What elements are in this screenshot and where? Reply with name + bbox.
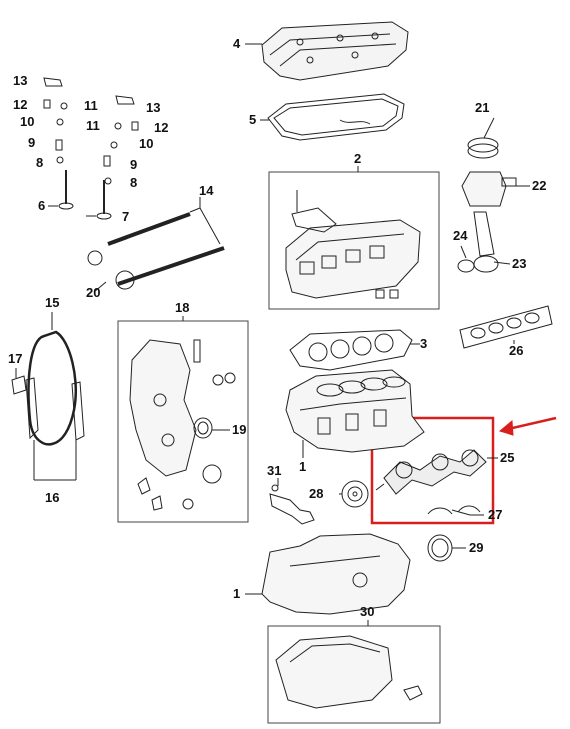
callout-26: 26 [509, 343, 524, 358]
callout-31: 31 [267, 463, 282, 478]
callout-12-right: 12 [154, 120, 169, 135]
head-gasket-drawing [289, 329, 413, 371]
callout-30: 30 [360, 604, 375, 619]
main-bearings-drawing [459, 305, 553, 349]
callout-11-right: 11 [86, 118, 100, 133]
highlight-arrow-head [498, 419, 514, 436]
valve-train-drawing [43, 77, 139, 220]
callout-10-right: 10 [139, 136, 154, 151]
callout-15: 15 [45, 295, 60, 310]
callout-3: 3 [420, 336, 428, 351]
callout-25: 25 [500, 450, 515, 465]
piston-drawing [461, 137, 517, 207]
callout-6: 6 [38, 198, 46, 213]
timing-chain-drawing [27, 330, 78, 446]
callout-24: 24 [453, 228, 468, 243]
callout-20: 20 [86, 285, 101, 300]
callout-16: 16 [45, 490, 60, 505]
callout-29: 29 [469, 540, 484, 555]
oil-pickup-drawing [269, 484, 315, 525]
callout-13-left: 13 [13, 73, 28, 88]
crankshaft-highlight-box [370, 416, 495, 525]
highlight-arrow-shaft [507, 416, 557, 431]
upper-oil-pan-drawing [261, 533, 411, 615]
callout-8-right: 8 [130, 175, 138, 190]
callout-14: 14 [199, 183, 214, 198]
callout-5: 5 [249, 112, 257, 127]
callout-7: 7 [122, 209, 130, 224]
callout-13-right: 13 [146, 100, 161, 115]
callout-28: 28 [309, 486, 324, 501]
callout-10-left: 10 [20, 114, 35, 129]
leader-lines [15, 43, 530, 626]
callout-23: 23 [512, 256, 527, 271]
chain-guides-drawing [25, 377, 85, 441]
lower-oil-pan-drawing [275, 635, 423, 709]
engine-block-drawing [285, 369, 425, 453]
callout-27: 27 [488, 507, 503, 522]
timing-cover-drawing [129, 339, 236, 511]
oil-pan-frame [267, 625, 441, 724]
callout-17: 17 [8, 351, 23, 366]
cylinder-head-frame [268, 171, 440, 310]
callout-18: 18 [175, 300, 190, 315]
callout-9-right: 9 [130, 157, 138, 172]
callout-22: 22 [532, 178, 547, 193]
callout-1-pan: 1 [233, 586, 241, 601]
callout-4: 4 [233, 36, 241, 51]
callout-1-block: 1 [299, 459, 307, 474]
crankshaft-drawing [375, 449, 487, 495]
callout-8-left: 8 [36, 155, 44, 170]
thrust-washers-drawing [427, 505, 481, 515]
crank-pulley-drawing [341, 480, 369, 508]
connecting-rod-drawing [457, 211, 499, 273]
callout-21: 21 [475, 100, 490, 115]
rear-seal-drawing [427, 534, 453, 562]
callout-12-left: 12 [13, 97, 28, 112]
chain-tensioner-drawing [11, 375, 27, 395]
callout-11-left: 11 [84, 98, 98, 113]
callout-9-left: 9 [28, 135, 36, 150]
camshafts-drawing [87, 212, 225, 290]
valve-cover-drawing [261, 21, 409, 81]
valve-cover-gasket-drawing [267, 93, 405, 141]
cylinder-head-drawing [285, 190, 421, 299]
callout-19: 19 [232, 422, 247, 437]
callout-2: 2 [354, 151, 362, 166]
